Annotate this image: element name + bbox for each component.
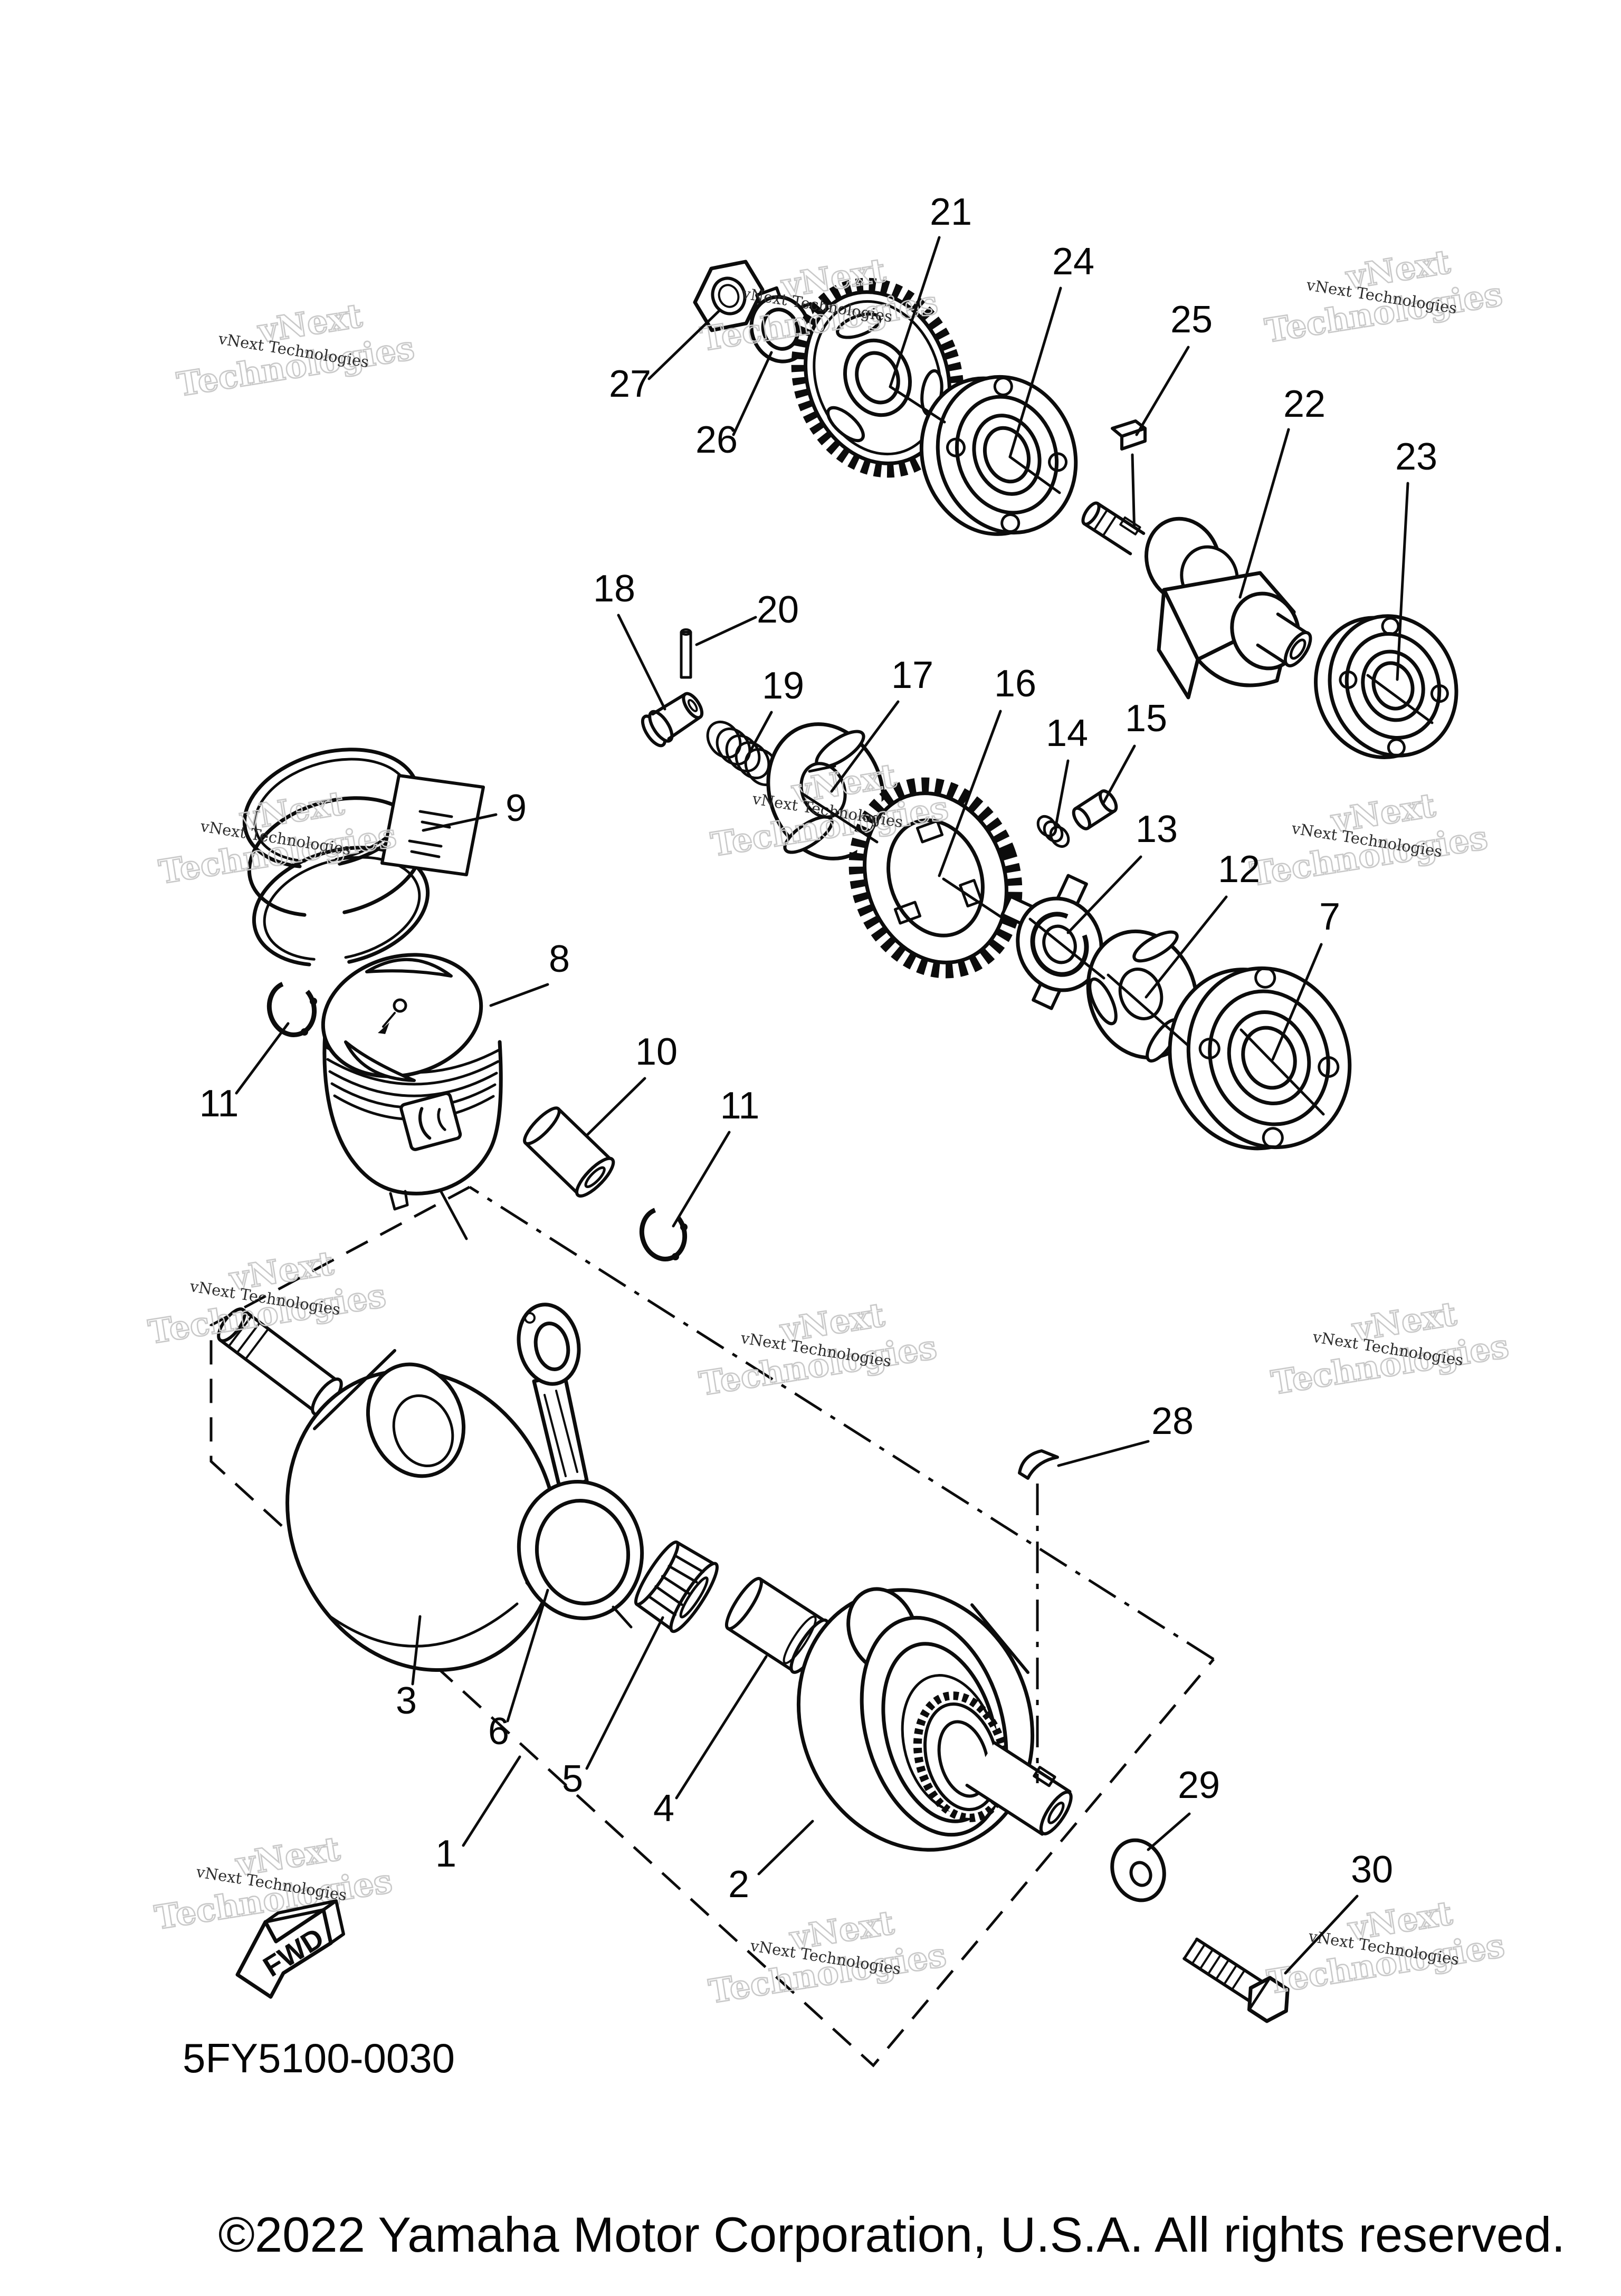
callout-8: 8 — [549, 938, 570, 980]
part-circlip-11-left — [266, 980, 317, 1038]
callout-16: 16 — [994, 663, 1036, 705]
callout-12: 12 — [1218, 848, 1260, 891]
part-piston-pin-10 — [523, 1106, 615, 1198]
callout-30: 30 — [1351, 1849, 1393, 1891]
callout-13: 13 — [1136, 808, 1178, 850]
part-crank-pin-4 — [724, 1577, 829, 1674]
part-crank-web-3 — [217, 1307, 559, 1672]
ring-gap-detail-box — [380, 774, 485, 876]
callout-6: 6 — [488, 1710, 509, 1753]
part-washer-29 — [1110, 1838, 1166, 1902]
callout-5: 5 — [562, 1758, 583, 1800]
part-piston-8 — [321, 953, 503, 1211]
callout-24: 24 — [1052, 241, 1094, 283]
callout-19: 19 — [762, 665, 804, 707]
part-connecting-rod-6 — [517, 1303, 644, 1629]
leader-lines — [235, 236, 1434, 1975]
part-lock-washer-26 — [749, 286, 818, 363]
callout-labels: 1 2 3 4 5 6 7 8 9 10 11 11 12 13 14 15 1… — [199, 191, 1437, 1906]
callout-26: 26 — [695, 419, 738, 461]
callout-29: 29 — [1178, 1764, 1220, 1806]
part-primary-gear-21 — [791, 278, 964, 478]
callout-11b: 11 — [720, 1085, 760, 1127]
callout-17: 17 — [891, 654, 933, 696]
part-needle-bearing-5 — [634, 1540, 719, 1633]
callout-23: 23 — [1395, 436, 1437, 478]
callout-4: 4 — [653, 1787, 674, 1830]
callout-3: 3 — [396, 1680, 417, 1722]
diagram-code: 5FY5100-0030 — [183, 2035, 455, 2081]
callout-1: 1 — [435, 1833, 456, 1875]
part-spring-14 — [1036, 815, 1070, 848]
part-plate-12 — [1086, 929, 1199, 1063]
callout-2: 2 — [728, 1863, 749, 1906]
callout-21: 21 — [930, 191, 972, 233]
part-bearing-24 — [919, 375, 1078, 536]
part-plate-17 — [766, 722, 885, 860]
callout-10: 10 — [635, 1031, 678, 1073]
part-crank-half-2 — [796, 1587, 1073, 1852]
callout-28: 28 — [1151, 1400, 1194, 1442]
callout-20: 20 — [757, 589, 799, 631]
callout-22: 22 — [1283, 383, 1326, 425]
part-woodruff-key-28 — [1018, 1449, 1059, 1783]
callout-9: 9 — [506, 787, 527, 829]
part-pin-15 — [1072, 789, 1118, 830]
part-circlip-11-right — [639, 1206, 688, 1262]
part-bolt-30 — [1183, 1937, 1290, 2023]
part-pin-18 — [641, 692, 704, 748]
callout-25: 25 — [1170, 299, 1213, 341]
part-crank-half-22 — [1081, 501, 1312, 700]
part-pin-20 — [680, 628, 692, 679]
part-gear-16 — [848, 777, 1023, 979]
copyright-line: ©2022 Yamaha Motor Corporation, U.S.A. A… — [218, 2207, 1566, 2262]
part-nut-27 — [693, 260, 765, 332]
part-bearing-23 — [1314, 614, 1458, 759]
callout-15: 15 — [1125, 697, 1167, 740]
callout-18: 18 — [593, 568, 635, 610]
callout-27: 27 — [609, 363, 651, 405]
callout-14: 14 — [1046, 712, 1088, 754]
callout-7: 7 — [1319, 896, 1340, 938]
callout-11: 11 — [199, 1083, 239, 1125]
